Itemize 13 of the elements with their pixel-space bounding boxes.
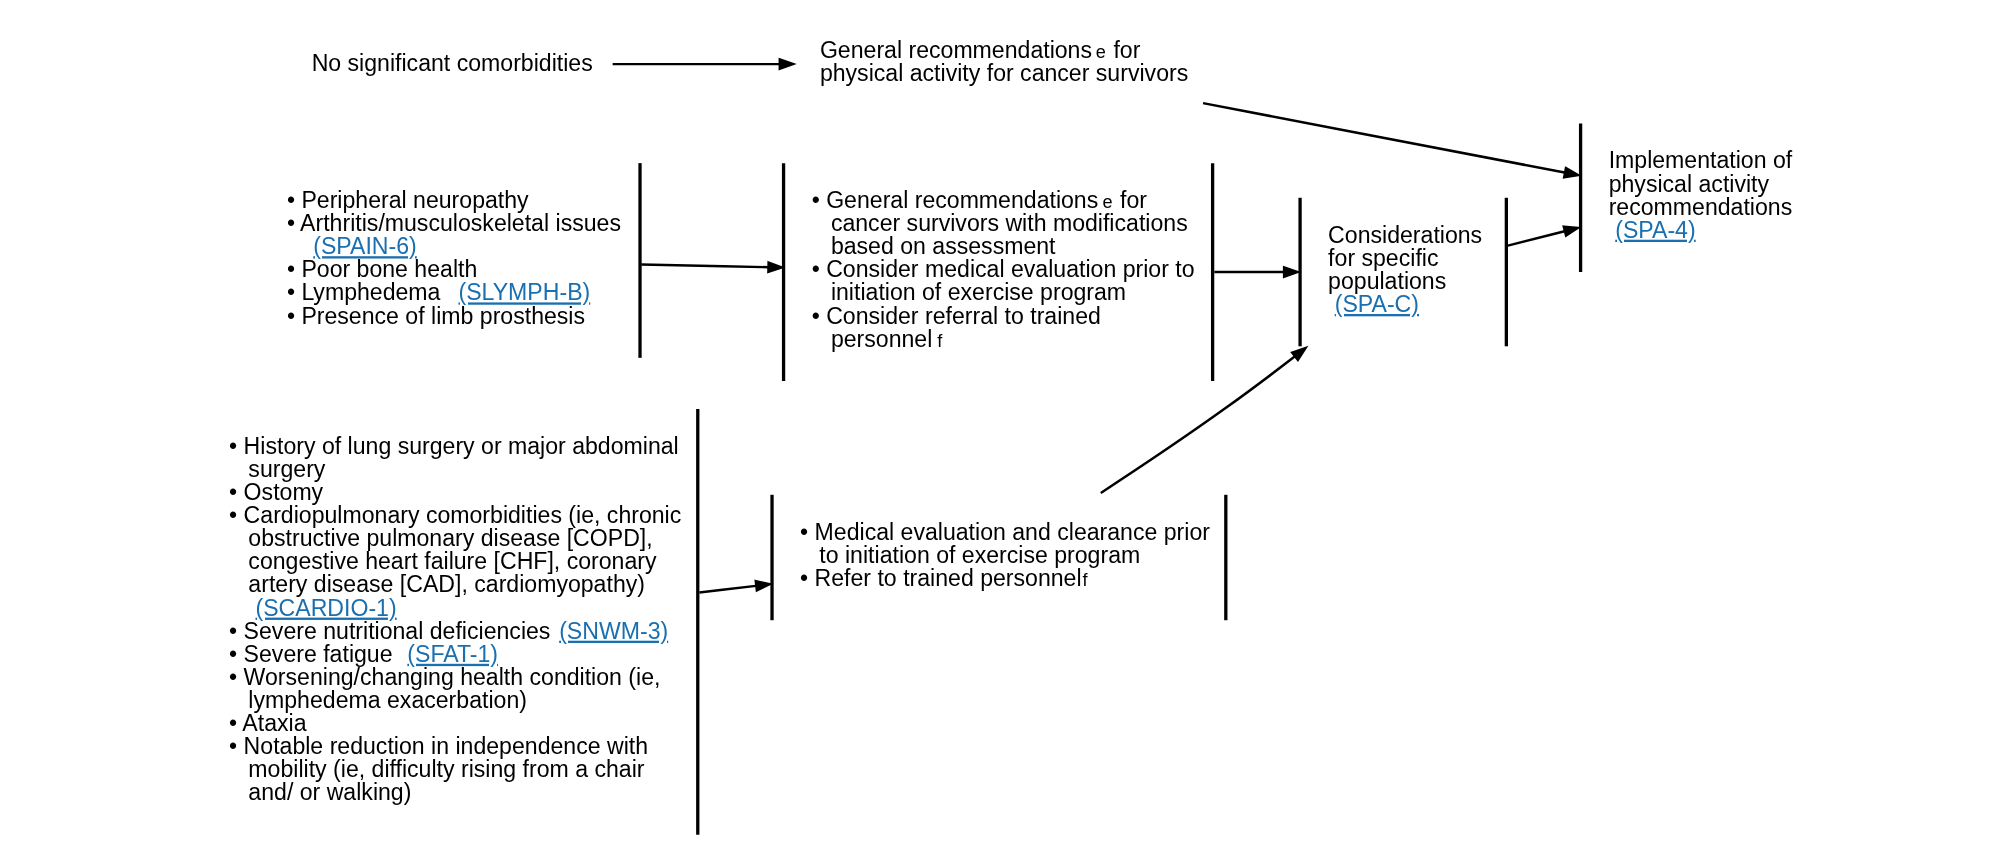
arrow	[640, 260, 785, 274]
node-text: Considerations for specific populations (SPA-C)	[1327, 221, 1482, 317]
node-text: No significant comorbidities	[311, 50, 593, 77]
arrow	[1099, 345, 1308, 494]
node-text: • History of lung surgery or major abdominal surgery • Ostomy • Cardiopulmonary comorbidities (ie, chronic obstructive pulmonary disease [COPD], congestive heart failure [CHF], coronary artery disease [CAD], cardiomyopathy) (SCARDIO-1) • Severe nutritional deficiencies (SNWM-3) • Severe fatigue (SFAT-1) • Worsening/changing health condition (ie, lymphedema exacerbation) • Ataxia • Notable reduction in independence with mobility (ie, difficulty rising from a chair and/ or walking)	[228, 432, 681, 806]
node-text: • Medical evaluation and clearance prior to initiation of exercise program • Refer to trained personnelf	[799, 518, 1210, 591]
node-text: Implementation of physical activity recommendations (SPA-4)	[1608, 147, 1792, 243]
node-text: • Peripheral neuropathy • Arthritis/musculoskeletal issues (SPAIN-6) • Poor bone health • Lymphedema (SLYMPH-B) • Presence of limb prosthesis	[286, 187, 621, 329]
arrow	[1213, 265, 1301, 279]
arrow	[1507, 225, 1581, 247]
arrow	[612, 57, 797, 71]
arrow	[698, 579, 773, 594]
arrow	[1202, 101, 1582, 179]
